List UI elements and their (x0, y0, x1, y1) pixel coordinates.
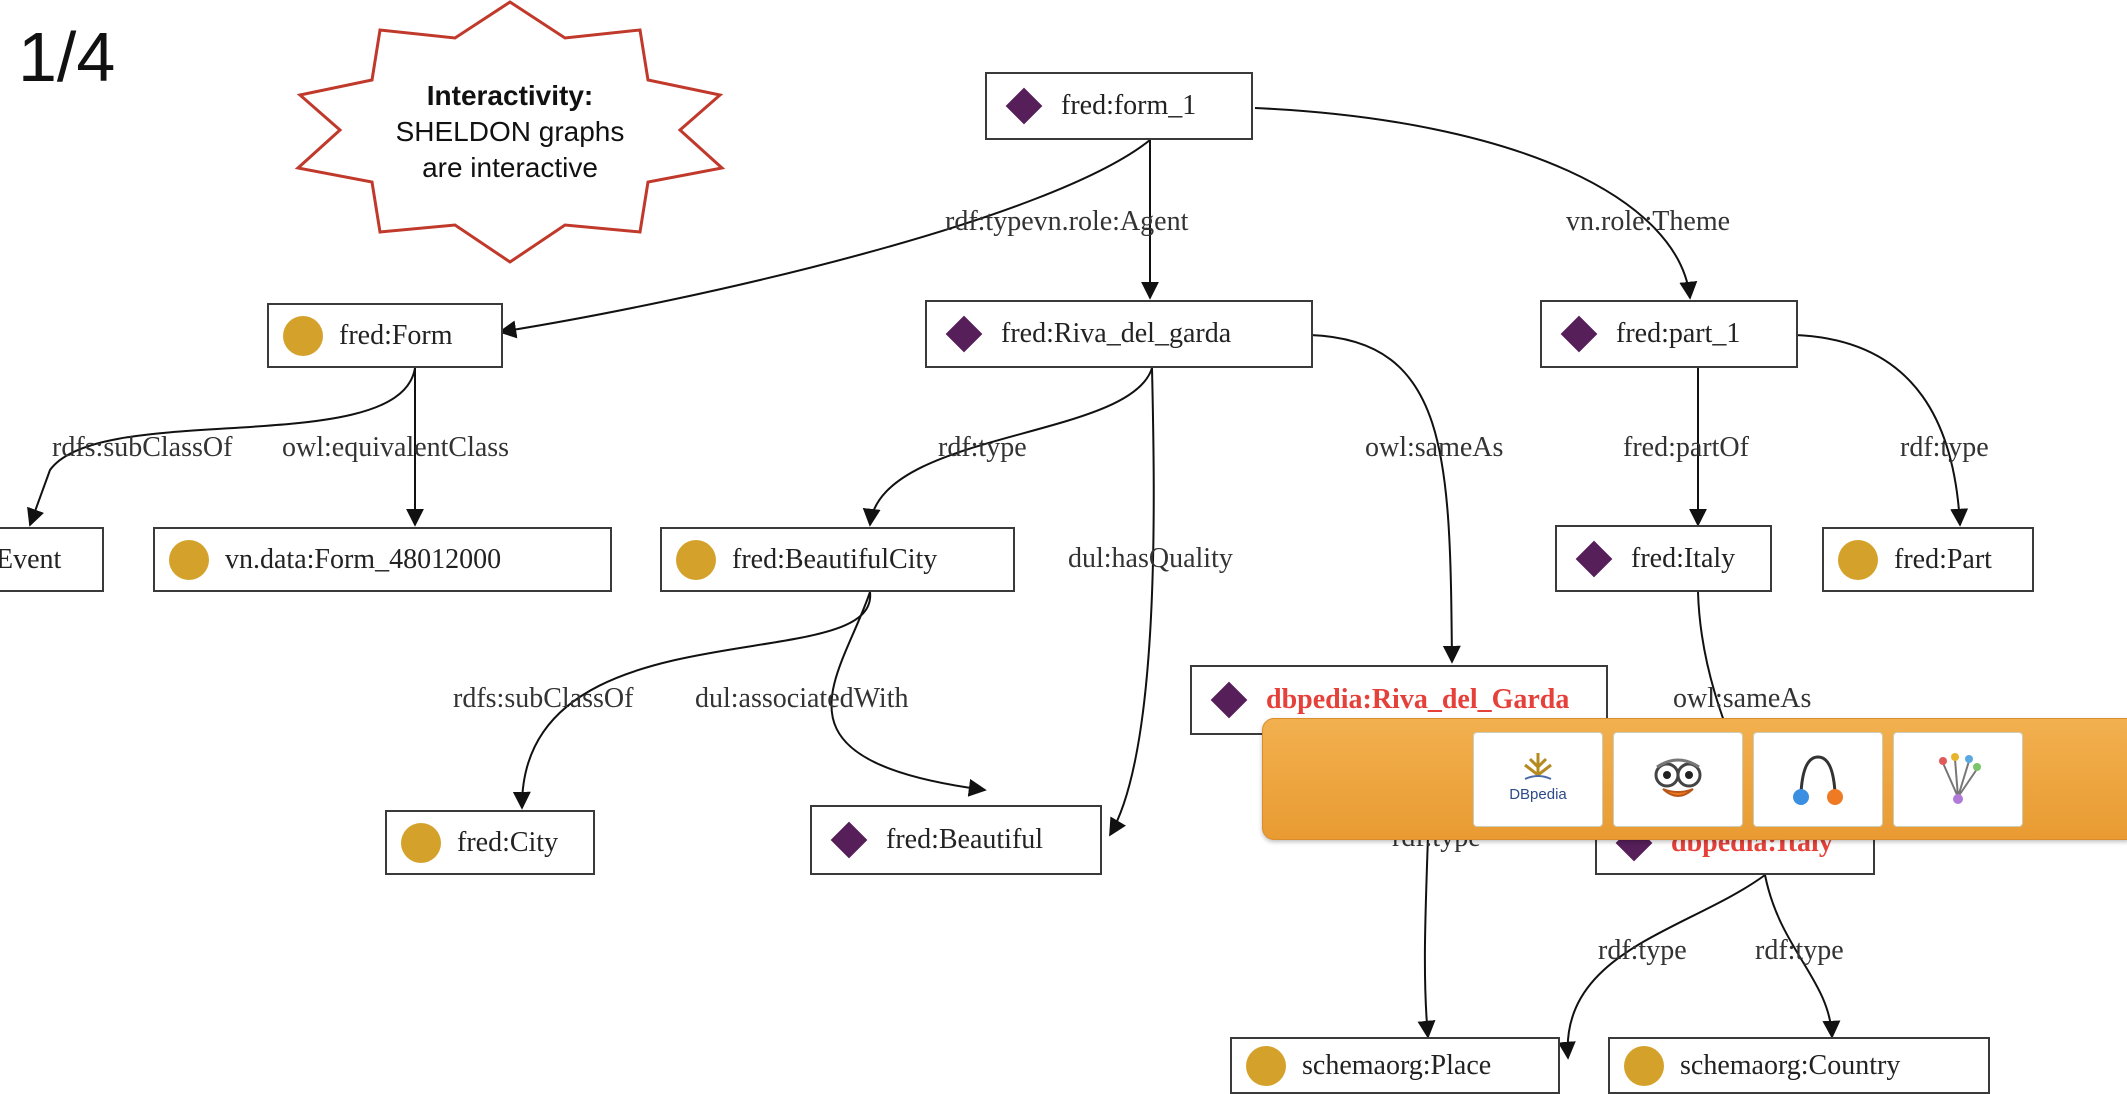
node-fred-city[interactable]: fred:City (385, 810, 595, 875)
node-fred-form[interactable]: fred:Form (267, 303, 503, 368)
node-fred-beautiful[interactable]: fred:Beautiful (810, 805, 1102, 875)
class-circle-icon (1624, 1045, 1664, 1086)
instance-diamond-icon (1210, 681, 1248, 719)
instance-diamond-icon (945, 315, 983, 353)
edge-part1-to-part (1794, 334, 1969, 527)
dbpedia-caption: DBpedia (1509, 786, 1567, 803)
edge-riva-to-dbpedia (1309, 334, 1461, 664)
edge-beautifulcity-to-beautiful (830, 591, 987, 797)
edge-riva-to-beautifulcity (862, 367, 1153, 527)
node-fred-part[interactable]: fred:Part (1822, 527, 2034, 592)
edge-label-type-agent: rdf:typevn.role:Agent (945, 206, 1189, 237)
edge-label-equivalentclass: owl:equivalentClass (282, 432, 510, 463)
class-circle-icon (169, 539, 209, 580)
edge-label-sameas-2: owl:sameAs (1673, 683, 1812, 714)
link-arc-icon (1793, 754, 1843, 805)
edge-label-sameas-1: owl:sameAs (1365, 432, 1504, 463)
node-label: fred:City (457, 826, 559, 858)
edge-label-hasquality: dul:hasQuality (1068, 543, 1233, 574)
edge-label-type-4: rdf:type (1598, 935, 1687, 966)
node-vn-data-form[interactable]: vn.data:Form_48012000 (153, 527, 612, 592)
node-label: fred:Riva_del_garda (1001, 318, 1232, 349)
node-riva-del-garda[interactable]: fred:Riva_del_garda (925, 300, 1313, 368)
tree-icon (1939, 752, 1981, 804)
node-form-1[interactable]: fred:form_1 (985, 72, 1253, 140)
callout-burst (294, 0, 726, 264)
edge-form1-to-part1 (1254, 107, 1698, 300)
edge-label-theme: vn.role:Theme (1566, 206, 1731, 237)
class-circle-icon (401, 822, 441, 863)
edge-label-type-5: rdf:type (1755, 935, 1844, 966)
edge-label-type-1: rdf:type (938, 432, 1027, 463)
edge-label-associatedwith: dul:associatedWith (695, 683, 909, 714)
edge-dbpediaitaly-to-place (1557, 874, 1766, 1060)
instance-diamond-icon (1005, 87, 1043, 125)
callout-title: Interactivity: (426, 80, 594, 111)
sentiment-button[interactable] (1613, 732, 1743, 827)
edge-label-partof: fred:partOf (1623, 432, 1749, 463)
callout-line-2: are interactive (422, 152, 598, 183)
node-schemaorg-place[interactable]: schemaorg:Place (1230, 1037, 1560, 1094)
dbpedia-button[interactable]: DBpedia (1473, 732, 1603, 827)
node-label: fred:Part (1894, 543, 1992, 575)
node-label: fred:part_1 (1616, 318, 1741, 349)
slide-number: 1/4 (18, 18, 116, 96)
node-event[interactable]: Event (0, 527, 104, 592)
node-schemaorg-country[interactable]: schemaorg:Country (1608, 1037, 1990, 1094)
bird-face-icon (1654, 758, 1702, 797)
node-label: fred:Form (339, 319, 453, 351)
callout-line-1: SHELDON graphs (395, 116, 625, 147)
node-label: fred:Italy (1631, 542, 1736, 574)
node-label: schemaorg:Place (1302, 1049, 1492, 1081)
node-part-1[interactable]: fred:part_1 (1540, 300, 1798, 368)
node-label: fred:Beautiful (886, 824, 1044, 855)
instance-diamond-icon (1560, 315, 1598, 353)
node-label: schemaorg:Country (1680, 1049, 1901, 1081)
node-italy[interactable]: fred:Italy (1555, 525, 1772, 592)
node-label: vn.data:Form_48012000 (225, 543, 502, 575)
node-beautiful-city[interactable]: fred:BeautifulCity (660, 527, 1015, 592)
edge-label-subclassof-2: rdfs:subClassOf (453, 683, 634, 714)
class-circle-icon (1246, 1045, 1286, 1086)
edge-riva-to-beautiful (1109, 367, 1155, 837)
class-circle-icon (676, 539, 716, 580)
edge-beautifulcity-to-city (512, 591, 872, 810)
node-label: fred:BeautifulCity (732, 543, 938, 575)
edge-dbpediaitaly-to-country (1764, 874, 1841, 1039)
instance-diamond-icon (830, 821, 868, 859)
callout-text: Interactivity: SHELDON graphs are intera… (290, 78, 730, 186)
edge-label-subclassof-1: rdfs:subClassOf (52, 432, 233, 463)
tree-button[interactable] (1893, 732, 2023, 827)
edge-form-to-event (27, 367, 416, 527)
class-circle-icon (1838, 539, 1878, 580)
edge-form1-to-form (498, 139, 1151, 339)
node-label: dbpedia:Riva_del_Garda (1266, 684, 1570, 715)
link-button[interactable] (1753, 732, 1883, 827)
instance-diamond-icon (1575, 540, 1613, 577)
class-circle-icon (283, 315, 323, 356)
node-label: fred:form_1 (1061, 90, 1197, 121)
dbpedia-icon: DBpedia (1509, 752, 1567, 803)
edge-label-type-2: rdf:type (1900, 432, 1989, 463)
node-label: Event (0, 543, 62, 575)
node-action-toolbar: DBpedia (1262, 718, 2127, 840)
